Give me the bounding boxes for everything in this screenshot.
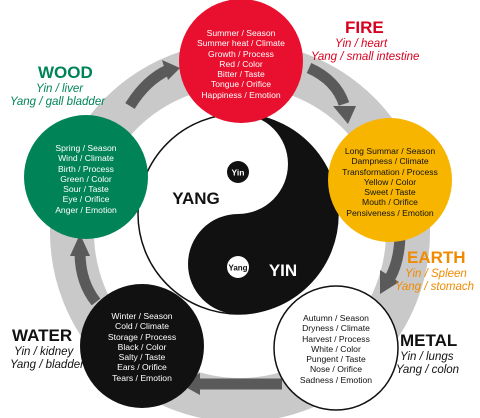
- metal-line: Sadness / Emotion: [299, 374, 373, 385]
- metal-circle: [273, 285, 399, 411]
- water-line: Tears / Emotion: [112, 372, 172, 383]
- wood-line: Green / Color: [60, 173, 112, 184]
- metal-line: Harvest / Process: [302, 333, 370, 344]
- wood-yin: Yin / liver: [36, 82, 84, 95]
- water-name: WATER: [12, 326, 73, 345]
- fire-yang: Yang / small intestine: [311, 50, 420, 63]
- water-line: Black / Color: [117, 341, 167, 352]
- fire-line: Growth / Process: [208, 48, 274, 59]
- earth-name: EARTH: [407, 248, 466, 267]
- metal-label: METAL Yin / lungs Yang / colon: [396, 331, 459, 377]
- water-line: Storage / Process: [107, 331, 177, 342]
- yin-dot-label: Yin: [232, 168, 245, 178]
- earth-line: Dampness / Climate: [351, 156, 429, 167]
- water-line: Cold / Climate: [115, 321, 169, 332]
- earth-yin: Yin / Spleen: [405, 267, 467, 280]
- wood-circle: [24, 115, 148, 239]
- fire-yin: Yin / heart: [335, 37, 388, 50]
- earth-label: EARTH Yin / Spleen Yang / stomach: [395, 248, 474, 294]
- water-circle: [80, 284, 204, 408]
- yin-half: [188, 114, 338, 314]
- metal-attributes: Autumn / Season Dryness / Climate Harves…: [276, 313, 396, 385]
- earth-circle: [328, 118, 452, 242]
- earth-line: Mouth / Orifice: [362, 197, 418, 208]
- metal-line: Nose / Orifice: [309, 364, 363, 375]
- wood-line: Anger / Emotion: [55, 204, 117, 215]
- fire-label: FIRE Yin / heart Yang / small intestine: [311, 18, 419, 64]
- yang-dot-label: Yang: [228, 264, 247, 273]
- water-yang: Yang / bladder: [10, 358, 84, 371]
- water-line: Ears / Orifice: [117, 362, 167, 373]
- fire-name: FIRE: [345, 18, 384, 37]
- yang-label: YANG: [172, 189, 220, 208]
- metal-yin: Yin / lungs: [400, 350, 454, 363]
- wood-label: WOOD Yin / liver Yang / gall bladder: [10, 63, 105, 109]
- wood-name: WOOD: [38, 63, 93, 82]
- water-label: WATER Yin / kidney Yang / bladder: [10, 326, 84, 372]
- metal-line: Autumn / Season: [303, 313, 369, 323]
- earth-line: Yellow / Color: [363, 176, 417, 187]
- yin-yang-symbol: Yin Yang YANG YIN: [137, 113, 339, 315]
- earth-line: Sweet / Taste: [364, 187, 416, 198]
- wood-attributes: Spring / Season Wind / Climate Birth / P…: [26, 143, 146, 215]
- water-line: Winter / Season: [111, 311, 173, 321]
- wood-line: Sour / Taste: [63, 184, 109, 195]
- metal-line: Dryness / Climate: [302, 323, 370, 334]
- fire-line: Summer / Season: [206, 28, 276, 38]
- yin-dot: [227, 161, 249, 183]
- arrow-wood-to-fire: [125, 60, 180, 109]
- metal-name: METAL: [400, 331, 458, 350]
- yin-label: YIN: [269, 261, 297, 280]
- wood-line: Wind / Climate: [58, 153, 114, 164]
- earth-yang: Yang / stomach: [395, 280, 475, 293]
- fire-line: Red / Color: [219, 58, 263, 69]
- fire-line: Tongue / Orifice: [210, 79, 272, 90]
- metal-yang: Yang / colon: [396, 363, 460, 376]
- fire-line: Happiness / Emotion: [201, 89, 281, 100]
- metal-line: Pungent / Taste: [306, 354, 366, 365]
- wood-line: Eye / Orifice: [62, 194, 110, 205]
- water-attributes: Winter / Season Cold / Climate Storage /…: [82, 311, 202, 383]
- wood-line: Birth / Process: [58, 163, 114, 174]
- wood-yang: Yang / gall bladder: [10, 95, 106, 108]
- earth-line: Pensiveness / Emotion: [346, 207, 434, 218]
- fire-attributes: Summer / Season Summer heat / Climate Gr…: [181, 28, 301, 100]
- earth-line: Transformation / Process: [342, 166, 438, 177]
- water-yin: Yin / kidney: [14, 345, 74, 358]
- yang-dot: [227, 256, 249, 278]
- arrow-water-to-wood: [70, 234, 101, 306]
- wood-line: Spring / Season: [55, 143, 117, 153]
- earth-attributes: Long Summar / Season Dampness / Climate …: [329, 146, 451, 218]
- fire-circle: [179, 0, 303, 123]
- arrow-fire-to-earth: [306, 62, 356, 124]
- fire-line: Bitter / Taste: [217, 69, 265, 80]
- water-line: Salty / Taste: [118, 352, 166, 363]
- earth-line: Long Summar / Season: [344, 146, 436, 156]
- metal-line: White / Color: [311, 343, 361, 354]
- fire-line: Summer heat / Climate: [197, 38, 285, 49]
